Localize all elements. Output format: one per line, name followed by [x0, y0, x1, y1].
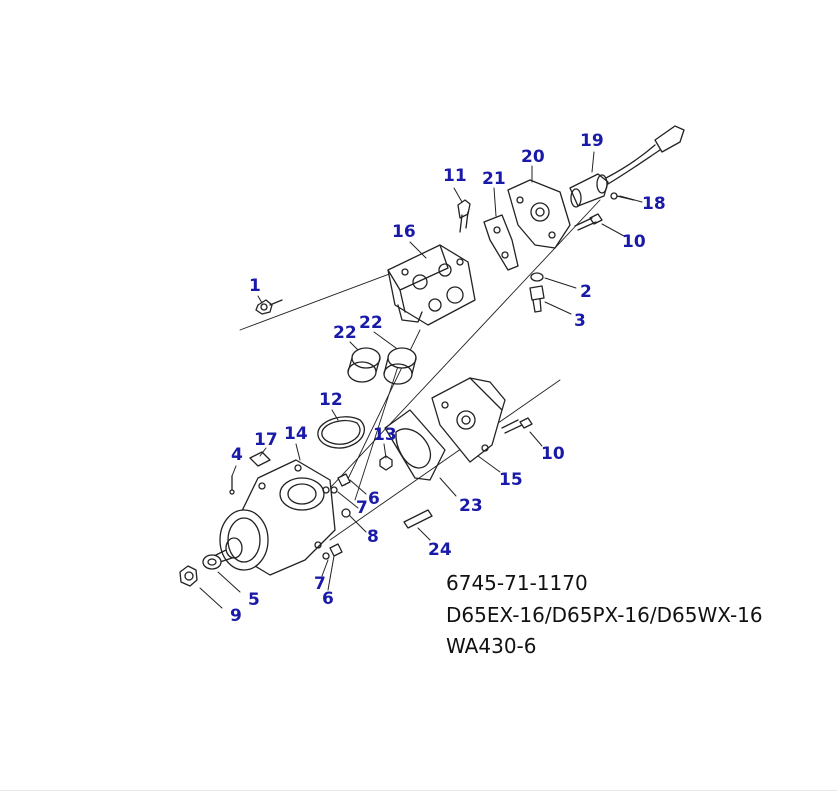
assembly-axis-lines	[239, 199, 601, 541]
callout-2: 2	[580, 282, 592, 302]
callout-15: 15	[499, 470, 523, 490]
bolt-part-10-lower	[501, 417, 533, 434]
callout-6-upper: 6	[368, 489, 380, 509]
callout-7-lower: 7	[314, 574, 326, 594]
callout-23: 23	[459, 496, 483, 516]
leader-lines	[199, 151, 643, 609]
callout-22-right: 22	[359, 313, 383, 333]
plate-part-24	[403, 509, 433, 529]
callout-7-upper: 7	[356, 498, 368, 518]
callout-18: 18	[642, 194, 666, 214]
bolt-part-10-upper	[574, 213, 603, 231]
bracket-part-21	[483, 214, 519, 271]
callout-1: 1	[249, 276, 261, 296]
callout-4: 4	[231, 445, 243, 465]
callout-3: 3	[574, 311, 586, 331]
callout-22-left: 22	[333, 323, 357, 343]
drive-flange	[213, 509, 269, 571]
gasket-part-23	[384, 409, 446, 481]
solenoid-part-19	[569, 125, 685, 208]
oring-part-2	[530, 272, 544, 282]
callout-19: 19	[580, 131, 604, 151]
callout-21: 21	[482, 169, 506, 189]
fitting-part-3	[529, 285, 545, 313]
callout-11: 11	[443, 166, 467, 186]
callout-24: 24	[428, 540, 452, 560]
callout-6-lower: 6	[322, 589, 334, 609]
part-number: 6745-71-1170	[446, 571, 588, 595]
plug-part-8	[341, 508, 351, 518]
model-list: D65EX-16/D65PX-16/D65WX-16	[446, 603, 763, 627]
callout-10-upper: 10	[622, 232, 646, 252]
callout-8: 8	[367, 527, 379, 547]
valve-body-part-20	[507, 179, 571, 249]
fitting-part-6-upper	[337, 473, 351, 487]
washer-part-5	[202, 554, 222, 570]
bolt-part-1	[255, 299, 283, 315]
fitting-part-6-lower	[329, 543, 343, 557]
callout-14: 14	[284, 424, 308, 444]
pin-part-4	[229, 475, 235, 495]
washer-part-7-upper	[330, 486, 338, 494]
washer-part-7-lower	[322, 552, 330, 560]
callout-9: 9	[230, 606, 242, 626]
bottom-divider	[0, 790, 837, 791]
seal-ring-part-12	[317, 416, 365, 449]
model-list-2: WA430-6	[446, 634, 537, 658]
callout-10-lower: 10	[541, 444, 565, 464]
callout-20: 20	[521, 147, 545, 167]
housing-part-16	[387, 244, 476, 326]
callout-5: 5	[248, 590, 260, 610]
flange-part-17	[249, 451, 271, 467]
cover-part-15	[431, 377, 506, 463]
bushing-part-22-left	[347, 347, 381, 383]
pin-part-11	[457, 199, 471, 233]
bushing-part-22-right	[383, 347, 417, 385]
callout-12: 12	[319, 390, 343, 410]
nut-part-9	[179, 565, 198, 587]
callout-17: 17	[254, 430, 278, 450]
callout-16: 16	[392, 222, 416, 242]
callout-13: 13	[373, 425, 397, 445]
